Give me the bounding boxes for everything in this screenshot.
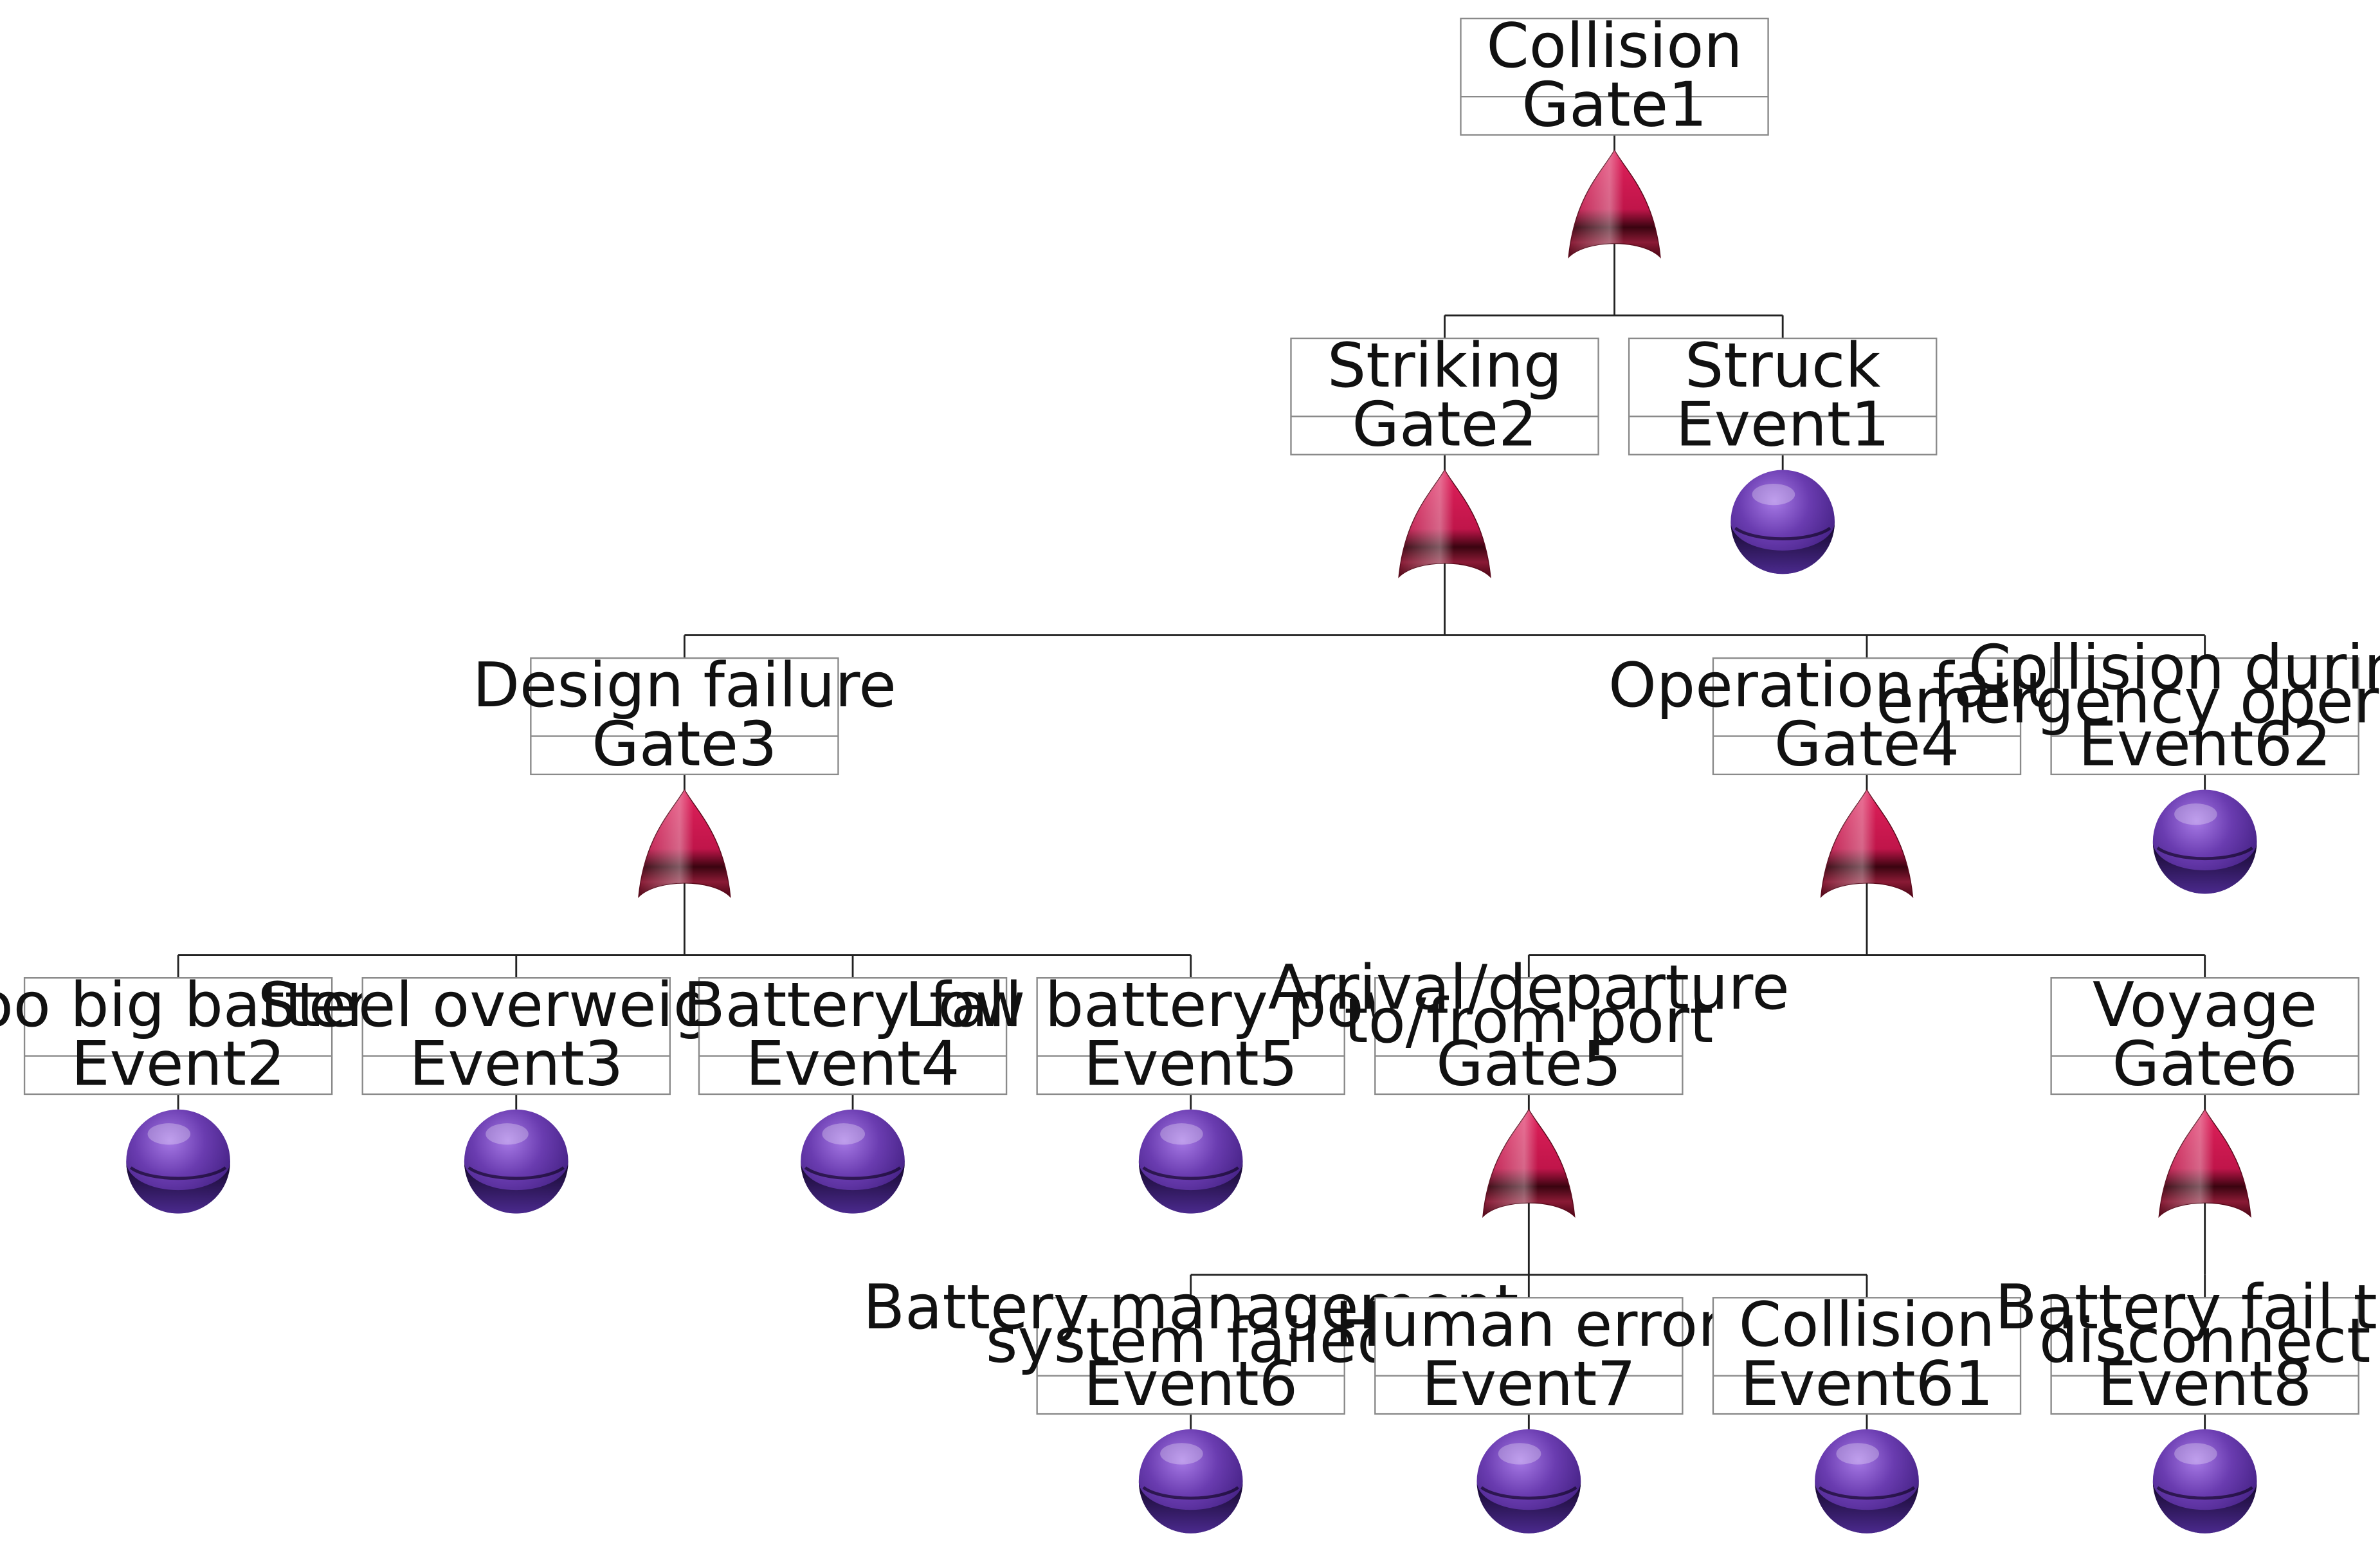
basic-event-icon: [126, 1109, 230, 1214]
node-box: [1036, 977, 1345, 1095]
node-box: [1290, 337, 1599, 455]
node-id-label: Event61: [1740, 1349, 1994, 1420]
node-box: [1460, 17, 1769, 136]
node-label: Collision duringemergency operation: [1876, 633, 2380, 737]
node-id-label: Gate3: [592, 710, 777, 780]
node-label: Too big battery: [0, 970, 408, 1041]
node-box: [1712, 657, 2022, 776]
node-box: [1628, 337, 1938, 455]
node-id-label: Gate6: [2112, 1029, 2297, 1100]
basic-event-icon: [2152, 789, 2257, 894]
connector-lines: [177, 134, 2206, 1429]
node-label: Steel overweight: [258, 970, 775, 1041]
basic-event-icon: [1138, 1109, 1243, 1214]
node-label: Arrival/departureto/from port: [1268, 953, 1790, 1057]
node-box: [530, 657, 839, 776]
node-box: [1712, 1297, 2022, 1415]
or-gate-icon: [1398, 469, 1491, 578]
basic-event-icon: [2152, 1429, 2257, 1534]
node-label: Human error: [1335, 1290, 1723, 1361]
node-label: Collision: [1486, 11, 1742, 82]
node-id-label: Event4: [746, 1029, 960, 1100]
node-box: [2050, 977, 2359, 1095]
node-boxes: CollisionGate1StrikingGate2StruckEvent1D…: [0, 11, 2380, 1420]
or-gate-icon: [2158, 1108, 2251, 1218]
node-label: Voyage: [2093, 970, 2317, 1041]
node-box: [2050, 1297, 2359, 1415]
node-id-label: Gate4: [1774, 710, 1959, 780]
node-box: [1374, 1297, 1684, 1415]
node-box: [698, 977, 1008, 1095]
or-gate-icon: [1568, 149, 1661, 259]
basic-event-icon: [1476, 1429, 1581, 1534]
or-gate-icon: [1820, 789, 1914, 899]
basic-event-icon: [464, 1109, 568, 1214]
basic-event-icon: [1815, 1429, 1919, 1534]
node-id-label: Event62: [2078, 710, 2332, 780]
node-id-label: Event6: [1084, 1349, 1298, 1420]
node-event62[interactable]: Collision duringemergency operationEvent…: [1876, 633, 2380, 780]
node-id-label: Gate1: [1522, 69, 1707, 140]
node-label: Battery fail todisconnect: [1995, 1272, 2380, 1377]
gate-and-event-symbols: [126, 149, 2257, 1534]
node-id-label: Event8: [2098, 1349, 2312, 1420]
node-label: Struck: [1685, 331, 1880, 401]
or-gate-icon: [1482, 1108, 1576, 1218]
node-id-label: Gate2: [1352, 389, 1537, 460]
basic-event-icon: [1138, 1429, 1243, 1534]
or-gate-icon: [638, 789, 731, 899]
node-box: [23, 977, 333, 1095]
node-id-label: Event7: [1422, 1349, 1636, 1420]
node-id-label: Event1: [1676, 389, 1890, 460]
node-id-label: Gate5: [1436, 1029, 1621, 1100]
node-id-label: Event5: [1084, 1029, 1298, 1100]
node-label: Striking: [1327, 331, 1562, 401]
node-label: Battery fall: [684, 970, 1022, 1041]
node-label: Collision: [1739, 1290, 1995, 1361]
node-box: [1374, 977, 1684, 1095]
node-id-label: Event2: [71, 1029, 286, 1100]
node-label: Operation failure: [1608, 650, 2125, 721]
node-id-label: Event3: [409, 1029, 623, 1100]
basic-event-icon: [1730, 470, 1835, 574]
basic-event-icon: [801, 1109, 905, 1214]
node-label: Design failure: [473, 650, 896, 721]
node-box: [2050, 657, 2359, 776]
node-box: [1036, 1297, 1345, 1415]
node-box: [361, 977, 671, 1095]
